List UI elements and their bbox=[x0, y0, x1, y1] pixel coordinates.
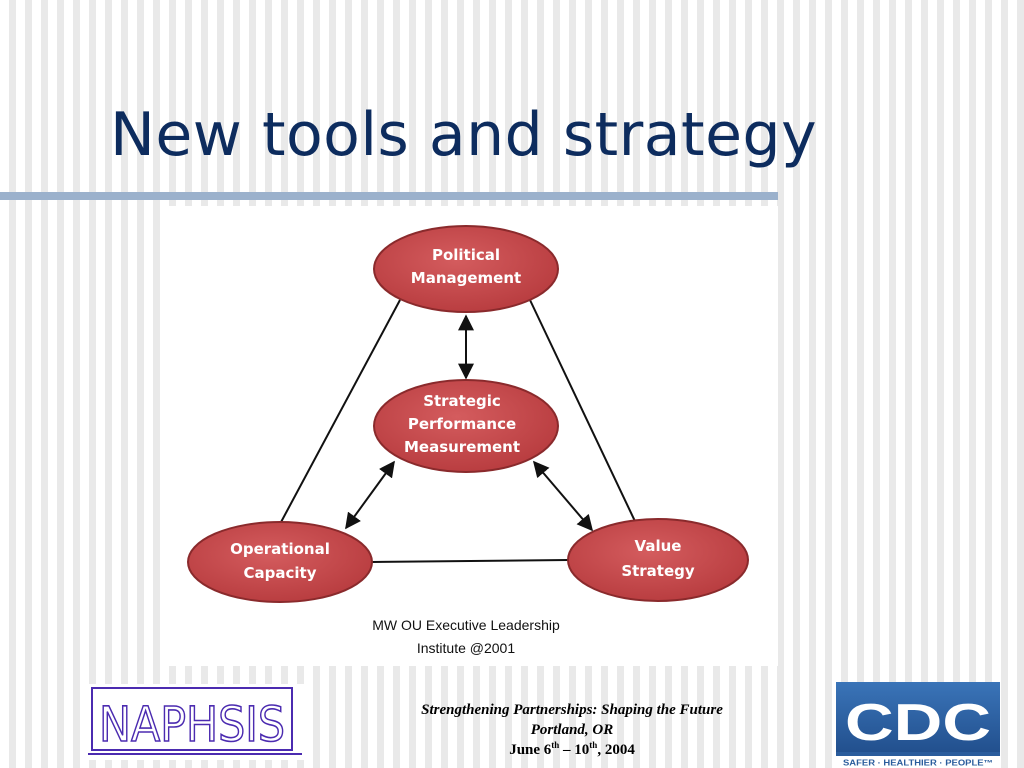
footer-date-end: – 10 bbox=[559, 742, 590, 758]
footer-caption: Strengthening Partnerships: Shaping the … bbox=[360, 700, 784, 760]
cdc-tagline: SAFER · HEALTHIER · PEOPLE™ bbox=[843, 759, 993, 768]
arrow-strategic-operational bbox=[345, 460, 395, 530]
diagram-credit-line-1: MW OU Executive Leadership bbox=[372, 617, 560, 633]
cdc-logo-text: CDC bbox=[845, 694, 991, 752]
cdc-logo-art: CDC SAFER · HEALTHIER · PEOPLE™ bbox=[836, 682, 1000, 768]
naphsis-logo-text: NAPHSIS bbox=[99, 697, 285, 753]
footer-location: Portland, OR bbox=[530, 722, 614, 738]
node-political-line-2: Management bbox=[411, 269, 521, 287]
diagram-credit-line-2: Institute @2001 bbox=[417, 640, 515, 656]
strategic-triangle-diagram: Political Management Strategic Performan… bbox=[162, 206, 778, 666]
node-value-strategy: Value Strategy bbox=[567, 518, 749, 602]
edge-operational-value bbox=[371, 559, 569, 563]
node-operational-capacity: Operational Capacity bbox=[187, 521, 373, 603]
footer-year: , 2004 bbox=[597, 742, 635, 758]
node-strategic-performance-measurement: Strategic Performance Measurement bbox=[373, 379, 559, 473]
node-political-management: Political Management bbox=[373, 225, 559, 313]
naphsis-logo-art: NAPHSIS bbox=[88, 687, 302, 755]
node-political-line-1: Political bbox=[432, 246, 500, 264]
diagram-canvas: Political Management Strategic Performan… bbox=[187, 225, 749, 656]
node-strategic-line-2: Performance bbox=[408, 415, 516, 433]
arrow-strategic-value bbox=[532, 460, 594, 532]
title-divider bbox=[0, 192, 778, 200]
node-operational-line-1: Operational bbox=[230, 540, 330, 558]
node-value-line-1: Value bbox=[635, 537, 682, 555]
footer-date-start-suffix: th bbox=[551, 740, 560, 750]
node-value-line-2: Strategy bbox=[621, 562, 695, 580]
footer-dates: June 6th – 10th, 2004 bbox=[360, 740, 784, 760]
cdc-logo: CDC SAFER · HEALTHIER · PEOPLE™ bbox=[836, 682, 1000, 768]
slide-title: New tools and strategy bbox=[110, 100, 818, 170]
edge-political-operational bbox=[279, 299, 401, 525]
footer-date-start: June 6 bbox=[509, 742, 552, 758]
node-operational-line-2: Capacity bbox=[244, 564, 317, 582]
footer-date-end-suffix: th bbox=[589, 740, 598, 750]
naphsis-logo: NAPHSIS bbox=[86, 684, 306, 760]
edge-political-value bbox=[529, 299, 643, 537]
node-strategic-line-1: Strategic bbox=[423, 392, 501, 410]
node-strategic-line-3: Measurement bbox=[404, 438, 520, 456]
footer-conference-title: Strengthening Partnerships: Shaping the … bbox=[421, 702, 723, 718]
